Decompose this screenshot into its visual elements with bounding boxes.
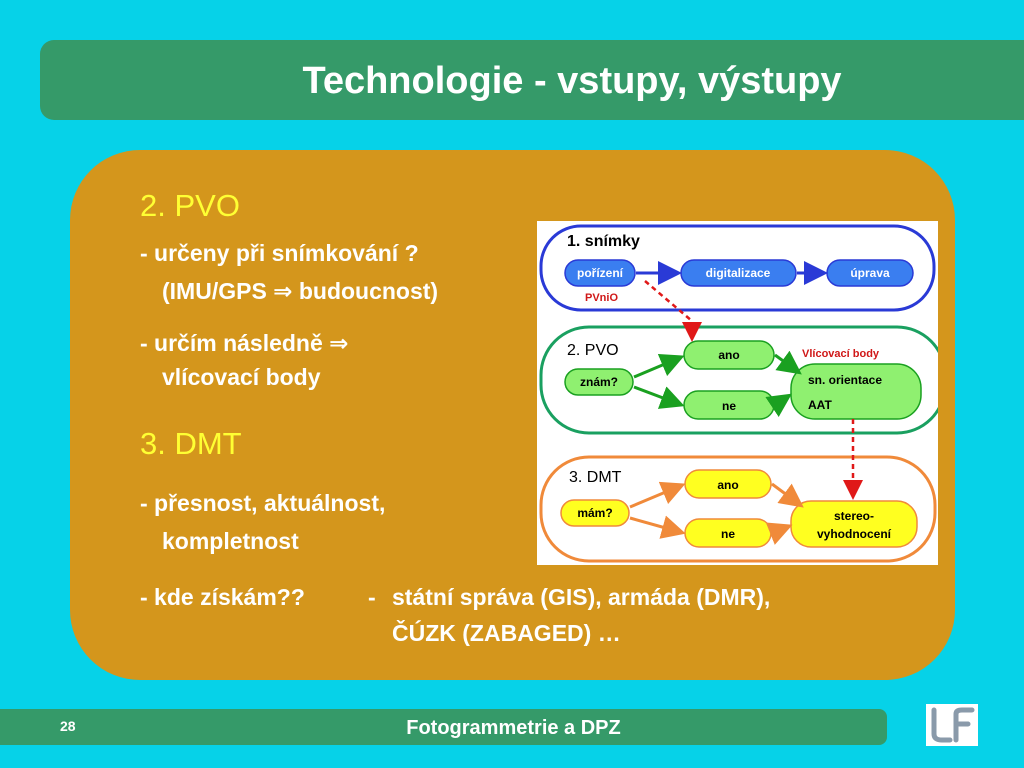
group-dmt [539, 455, 937, 563]
pvo-line-3: - určím následně ⇒ [140, 330, 349, 356]
node-label: ano [718, 348, 739, 362]
dmt-line-3-dash: - [368, 584, 376, 610]
group-note: Vlícovací body [802, 348, 880, 360]
flow-arrow [765, 393, 792, 417]
lf-logo-icon [926, 704, 978, 746]
dmt-line-1: - přesnost, aktuálnost, [140, 490, 386, 516]
node-label: úprava [850, 266, 890, 280]
flow-arrow [633, 353, 685, 379]
dmt-line-4: ČÚZK (ZABAGED) … [392, 620, 621, 646]
footer-bar: 28 Fotogrammetrie a DPZ [0, 709, 887, 745]
node-box [564, 259, 636, 287]
flow-arrow [771, 482, 804, 508]
dmt-heading: 3. DMT [140, 426, 242, 461]
flow-arrow [774, 350, 802, 375]
implies-arrow-icon: ⇒ [329, 330, 349, 356]
result-label: AAT [808, 398, 832, 412]
dmt-line-3b: státní správa (GIS), armáda (DMR), [392, 584, 771, 610]
pvo-heading: 2. PVO [140, 188, 240, 223]
group-label: 2. PVO [567, 342, 619, 359]
result-label: stereo- [834, 509, 874, 523]
node-label: ne [721, 527, 735, 541]
footer-title: Fotogrammetrie a DPZ [406, 717, 621, 739]
flow-arrow [629, 515, 686, 539]
node-label: digitalizace [706, 266, 771, 280]
page-number: 28 [60, 718, 76, 734]
node-label: ne [722, 399, 736, 413]
node-label: ano [717, 478, 738, 492]
group-snimky [539, 224, 936, 312]
implies-arrow-icon: ⇒ [273, 278, 293, 304]
slide-title: Technologie - vstupy, výstupy [302, 60, 842, 102]
node-box [560, 499, 630, 527]
group-label: 3. DMT [569, 469, 622, 486]
node-label: mám? [577, 506, 612, 520]
result-label: vyhodnocení [817, 527, 892, 541]
group-note: PVniO [585, 292, 618, 304]
node-label: znám? [580, 375, 618, 389]
pvo-line-1: - určeny při snímkování ? [140, 240, 419, 266]
node-label: pořízení [577, 266, 624, 280]
group-pvo [539, 325, 938, 435]
flow-arrow [633, 385, 685, 409]
result-label: sn. orientace [808, 373, 882, 387]
node-box [564, 368, 634, 396]
group-label: 1. snímky [567, 233, 640, 250]
title-bar: Technologie - vstupy, výstupy [40, 40, 1024, 120]
pvo-line-4: vlícovací body [162, 364, 321, 390]
process-diagram: 1. snímky pořízení digitalizace úprava P… [537, 221, 938, 565]
flow-arrow [629, 481, 686, 509]
pvo-line-2: (IMU/GPS ⇒ budoucnost) [162, 278, 439, 304]
dashed-arrow [644, 280, 702, 342]
dmt-line-2: kompletnost [162, 528, 299, 554]
dmt-line-3: - kde získám?? [140, 584, 305, 610]
result-box [790, 363, 922, 420]
flow-arrow [765, 522, 793, 545]
